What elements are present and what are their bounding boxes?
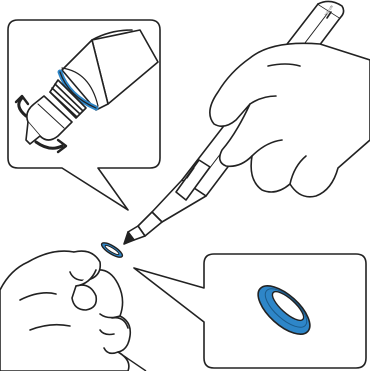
loose-grip-ring — [100, 240, 125, 260]
left-hand — [0, 251, 130, 371]
callout-top — [8, 20, 160, 210]
callout-bottom — [134, 254, 366, 368]
right-hand — [210, 43, 370, 197]
